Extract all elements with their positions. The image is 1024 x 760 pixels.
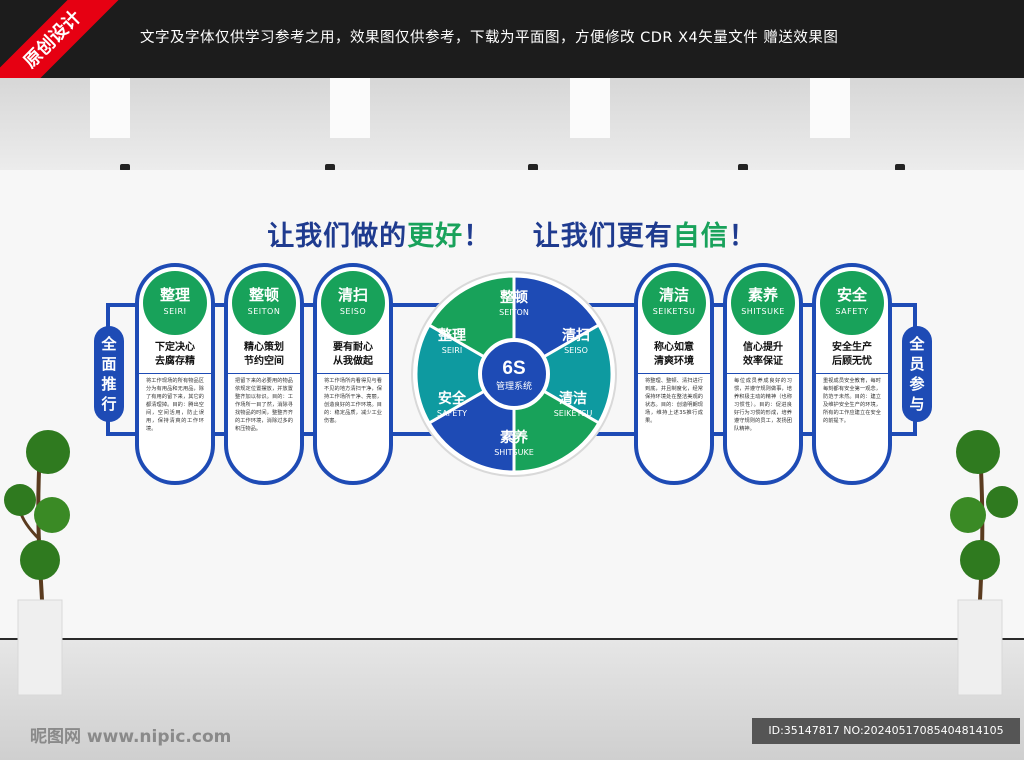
card-description: 重视成员安全教育，每时每刻都有安全第一观念，防范于未然。目的：建立及维护安全生产… <box>823 378 881 424</box>
card-slogan-line1: 下定决心 <box>155 342 195 353</box>
ceiling <box>0 78 1024 170</box>
card-slogan-line2: 从我做起 <box>333 356 373 367</box>
card-slogan-line2: 清爽环境 <box>654 356 694 367</box>
card-description: 将整理、整顿、清扫进行到底，并且制度化，经常保持环境处在整洁美观的状态。目的：创… <box>645 378 703 424</box>
card-slogan-line2: 后顾无忧 <box>832 356 872 367</box>
card-subtitle: SEISO <box>339 307 367 316</box>
card-subtitle: SEITON <box>247 307 281 316</box>
card-subtitle: SAFETY <box>835 307 869 316</box>
image-id-bar: ID:35147817 NO:20240517085404814105 <box>752 718 1020 744</box>
card-slogan-line2: 去腐存精 <box>155 356 195 367</box>
card-slogan-line1: 要有耐心 <box>333 342 373 353</box>
card-title: 整理 <box>159 286 190 304</box>
card-safety: 安全 SAFETY 安全生产后顾无忧 重视成员安全教育，每时每刻都有安全第一观念… <box>812 263 892 485</box>
headline: 让我们做的更好！ 让我们更有自信！ <box>0 214 1024 253</box>
card-slogan-line1: 安全生产 <box>832 342 872 353</box>
wheel-label-title: 整顿 <box>499 289 528 306</box>
spotlight-icon <box>895 164 905 171</box>
ceiling-light <box>810 78 850 138</box>
card-subtitle: SEIRI <box>163 307 187 316</box>
card-seiso: 清扫 SEISO 要有耐心从我做起 将工作场所内看得见与看不见的地方清扫干净，保… <box>313 263 393 485</box>
card-head: 整理 SEIRI <box>143 271 207 335</box>
card-slogan-line1: 信心提升 <box>743 342 783 353</box>
wheel-label-sub: SHITSUKE <box>494 448 534 457</box>
wheel-center-title: 6S <box>502 358 525 379</box>
card-description: 将工作现场的所有物品区分为有用品和无用品，除了有用的留下来，其它的都清理掉。目的… <box>146 378 204 432</box>
wheel-label-title: 清洁 <box>559 390 587 407</box>
wheel-label-sub: SEIRI <box>442 346 462 355</box>
side-label-left-text: 全面推行 <box>101 335 117 413</box>
card-head: 清洁 SEIKETSU <box>642 271 706 335</box>
card-description: 将工作场所内看得见与看不见的地方清扫干净，保持工作场所干净、亮丽，创造良好的工作… <box>324 378 382 424</box>
wheel-label-sub: SEIKETSU <box>554 409 593 418</box>
headline-text: ！ <box>728 221 757 252</box>
card-head: 安全 SAFETY <box>820 271 884 335</box>
ceiling-light <box>330 78 370 138</box>
potted-plant-right-icon <box>950 430 1018 696</box>
card-title: 清扫 <box>337 286 368 304</box>
wheel-label-sub: SEITON <box>499 308 529 317</box>
watermark: 昵图网 www.nipic.com <box>30 727 232 747</box>
card-head: 整顿 SEITON <box>232 271 296 335</box>
card-slogan-line1: 称心如意 <box>654 342 694 353</box>
card-slogan-line2: 节约空间 <box>244 356 284 367</box>
wheel-label-sub: SEISO <box>564 346 588 355</box>
headline-text: 让我们做的 <box>267 221 408 252</box>
card-slogan-line2: 效率保证 <box>743 356 783 367</box>
wheel-label-title: 整理 <box>437 327 466 344</box>
side-label-left: 全面推行 <box>94 326 124 422</box>
card-seiketsu: 清洁 SEIKETSU 称心如意清爽环境 将整理、整顿、清扫进行到底，并且制度化… <box>634 263 714 485</box>
ceiling-light <box>90 78 130 138</box>
card-head: 素养 SHITSUKE <box>731 271 795 335</box>
wheel-label-title: 安全 <box>438 390 467 407</box>
spotlight-icon <box>738 164 748 171</box>
wheel-segment-safety <box>414 322 518 426</box>
potted-plant-left-icon <box>4 430 70 696</box>
card-seiri: 整理 SEIRI 下定决心去腐存精 将工作现场的所有物品区分为有用品和无用品，除… <box>135 263 215 485</box>
headline-text: 让我们更有 <box>532 221 673 252</box>
spotlight-icon <box>325 164 335 171</box>
wheel-center-subtitle: 管理系统 <box>496 380 532 392</box>
card-seiton: 整顿 SEITON 精心策划节约空间 把留下来的必要用的物品依规定位置摆放，并放… <box>224 263 304 485</box>
card-slogan: 下定决心去腐存精 <box>139 341 211 374</box>
wheel-label-sub: SAFETY <box>437 409 467 418</box>
top-notice-text: 文字及字体仅供学习参考之用，效果图仅供参考，下载为平面图，方便修改 CDR X4… <box>140 30 839 46</box>
card-slogan-line1: 精心策划 <box>244 342 284 353</box>
card-slogan: 信心提升效率保证 <box>727 341 799 374</box>
spotlight-icon <box>528 164 538 171</box>
wheel-label-title: 清扫 <box>562 327 590 344</box>
card-slogan: 称心如意清爽环境 <box>638 341 710 374</box>
card-title: 素养 <box>747 286 778 304</box>
card-title: 安全 <box>836 286 867 304</box>
wheel-center <box>478 338 550 410</box>
card-slogan: 精心策划节约空间 <box>228 341 300 374</box>
card-shitsuke: 素养 SHITSUKE 信心提升效率保证 每位成员养成良好的习惯，并遵守规则做事… <box>723 263 803 485</box>
spotlight-icon <box>120 164 130 171</box>
headline-highlight: 更好 <box>407 221 464 252</box>
card-title: 整顿 <box>248 286 279 304</box>
card-slogan: 安全生产后顾无忧 <box>816 341 888 374</box>
wheel-segment-seiso <box>510 322 614 426</box>
side-label-right-text: 全员参与 <box>909 335 925 413</box>
card-subtitle: SHITSUKE <box>741 307 785 316</box>
top-bar: 文字及字体仅供学习参考之用，效果图仅供参考，下载为平面图，方便修改 CDR X4… <box>0 0 1024 78</box>
wheel-label-title: 素养 <box>500 429 529 446</box>
side-label-right: 全员参与 <box>902 326 932 422</box>
6s-wheel: 6S 管理系统 整顿 SEITON 清扫 SEISO 清洁 SEIKETSU 素… <box>411 271 617 477</box>
card-title: 清洁 <box>658 286 689 304</box>
headline-text: ！ <box>463 221 492 252</box>
ceiling-light <box>570 78 610 138</box>
card-subtitle: SEIKETSU <box>652 307 696 316</box>
headline-highlight: 自信 <box>672 221 729 252</box>
card-slogan: 要有耐心从我做起 <box>317 341 389 374</box>
card-description: 每位成员养成良好的习惯，并遵守规则做事，培养积极主动的精神（也称习惯性）。目的：… <box>734 378 792 432</box>
card-description: 把留下来的必要用的物品依规定位置摆放，并放置整齐加以标识。目的：工作场所一目了然… <box>235 378 293 432</box>
card-head: 清扫 SEISO <box>321 271 385 335</box>
